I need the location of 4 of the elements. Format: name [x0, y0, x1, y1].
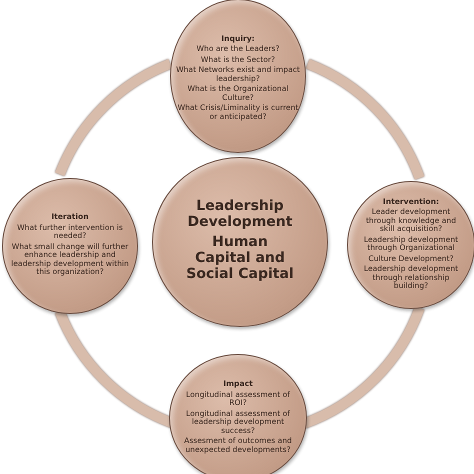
ring-arc — [55, 59, 172, 176]
center-title: Leadership Development — [186, 198, 294, 230]
ring-arc — [306, 59, 424, 180]
center-title: Human Capital and Social Capital — [185, 234, 295, 282]
